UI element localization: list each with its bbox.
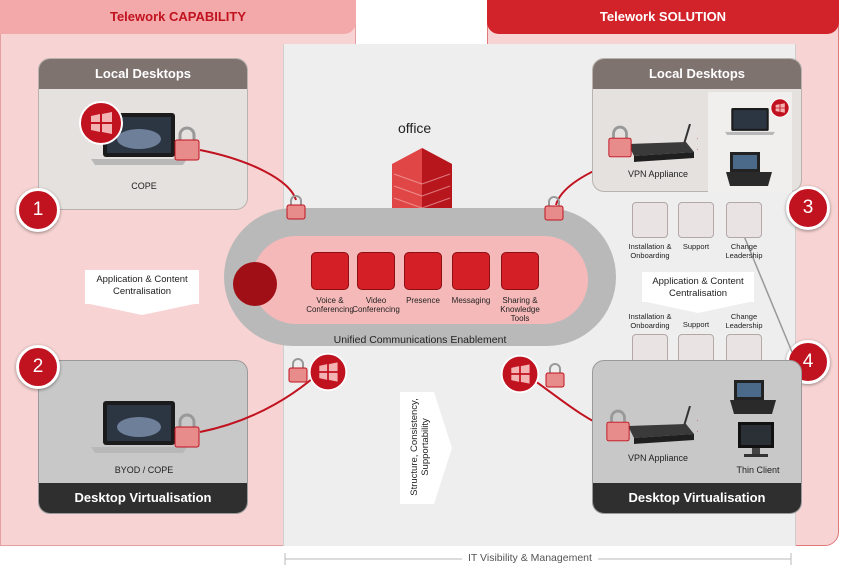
right-top-device-label: VPN Appliance <box>627 169 689 179</box>
vpn-router-icon <box>628 124 698 162</box>
svc-bottom-label-installation: Installation &Onboarding <box>625 312 675 330</box>
structure-line1: Structure, Consistency, <box>409 398 420 496</box>
svc-bottom-change-2: Leadership <box>725 321 763 330</box>
installation-icon <box>632 202 668 238</box>
uc-label-video-1: Video <box>365 296 387 305</box>
left-arrow-line2: Centralisation <box>112 286 172 297</box>
capability-header-text: Telework CAPABILITY <box>109 9 247 24</box>
left-arrow-line1: Application & Content <box>96 274 188 285</box>
video-icon <box>357 252 395 290</box>
windows-logo-icon <box>770 98 790 118</box>
windows-logo-icon <box>308 352 348 392</box>
voice-icon <box>311 252 349 290</box>
lock-icon <box>606 409 630 442</box>
svc-top-change-2: Leadership <box>725 251 763 260</box>
svc-top-label-installation: Installation &Onboarding <box>625 242 675 260</box>
lock-icon <box>544 196 564 221</box>
support-icon <box>678 202 714 238</box>
svc-top-installation-1: Installation & <box>628 242 672 251</box>
sharing-icon <box>501 252 539 290</box>
change-leadership-icon <box>726 202 762 238</box>
office-label: office <box>398 120 432 136</box>
uc-label-video-2: Conferencing <box>352 305 400 314</box>
structure-arrow-text: Structure, Consistency, Supportability <box>409 393 431 501</box>
lock-icon <box>286 195 306 220</box>
thin-client-icon <box>738 422 774 457</box>
left-local-desktops-box: Local Desktops COPE <box>38 58 248 210</box>
uc-label-sharing: Sharing &Knowledge Tools <box>492 296 548 323</box>
messaging-icon <box>452 252 490 290</box>
ip-phone-icon <box>726 152 772 186</box>
laptop-icon <box>91 401 187 453</box>
vpn-router-icon <box>628 406 698 444</box>
left-desktop-virtualisation-title: Desktop Virtualisation <box>39 483 247 513</box>
uc-ring-label: Unified Communications Enablement <box>333 334 507 346</box>
svc-bottom-label-support: Support <box>671 320 721 329</box>
thin-client-label: Thin Client <box>736 465 780 475</box>
step-badge-3: 3 <box>786 186 830 230</box>
uc-label-sharing-1: Sharing & <box>502 296 538 305</box>
svc-top-label-support: Support <box>671 242 721 251</box>
it-visibility-label: IT Visibility & Management <box>462 552 598 564</box>
office-building-icon <box>392 148 452 226</box>
left-desktop-virtualisation-box: BYOD / COPE Desktop Virtualisation <box>38 360 248 514</box>
left-bottom-device-label: BYOD / COPE <box>114 465 174 475</box>
uc-label-sharing-2: Knowledge Tools <box>500 305 540 323</box>
left-local-desktops-title: Local Desktops <box>39 59 247 89</box>
svc-bottom-support-1: Support <box>682 320 710 329</box>
uc-label-voice-2: Conferencing <box>306 305 354 314</box>
right-local-desktops-title: Local Desktops <box>593 59 801 89</box>
svc-top-installation-2: Onboarding <box>630 251 670 260</box>
step-badge-2: 2 <box>16 345 60 389</box>
lock-icon <box>174 126 200 161</box>
ip-phone-icon <box>730 380 776 414</box>
lock-icon <box>545 363 565 388</box>
uc-label-presence: Presence <box>395 296 451 305</box>
uc-label-voice-1: Voice & <box>316 296 344 305</box>
windows-logo-icon <box>500 354 540 394</box>
right-arrow-line1: Application & Content <box>652 276 744 287</box>
structure-arrow-shape <box>400 392 452 504</box>
right-desktop-virtualisation-title: Desktop Virtualisation <box>593 483 801 513</box>
svc-bottom-change-1: Change <box>730 312 758 321</box>
lock-icon <box>608 125 632 158</box>
svc-bottom-installation-2: Onboarding <box>630 321 670 330</box>
structure-line2: Supportability <box>420 418 431 476</box>
capability-header: Telework CAPABILITY <box>0 0 356 34</box>
down-arrow-shape <box>642 301 754 313</box>
left-centralisation-arrow: Application & Content Centralisation <box>85 270 199 304</box>
svc-bottom-installation-1: Installation & <box>628 312 672 321</box>
solution-header: Telework SOLUTION <box>487 0 839 34</box>
uc-label-voice: Voice &Conferencing <box>302 296 358 314</box>
left-top-device-label: COPE <box>131 181 157 191</box>
windows-logo-icon <box>79 101 123 145</box>
lock-icon <box>288 358 308 383</box>
uc-label-messaging-1: Messaging <box>451 296 491 305</box>
laptop-icon <box>725 108 775 136</box>
uc-label-presence-1: Presence <box>406 296 440 305</box>
svc-top-change-1: Change <box>730 242 758 251</box>
right-arrow-line2: Centralisation <box>668 288 728 299</box>
presence-icon <box>404 252 442 290</box>
uc-label-messaging: Messaging <box>443 296 499 305</box>
right-bottom-device-label: VPN Appliance <box>627 453 689 463</box>
lock-icon <box>174 413 200 448</box>
step-badge-1: 1 <box>16 188 60 232</box>
uc-ring-dot <box>233 262 277 306</box>
solution-header-text: Telework SOLUTION <box>599 9 727 24</box>
right-centralisation-arrow: Application & Content Centralisation <box>642 272 754 302</box>
down-arrow-shape <box>85 303 199 315</box>
svc-top-support-1: Support <box>682 242 710 251</box>
